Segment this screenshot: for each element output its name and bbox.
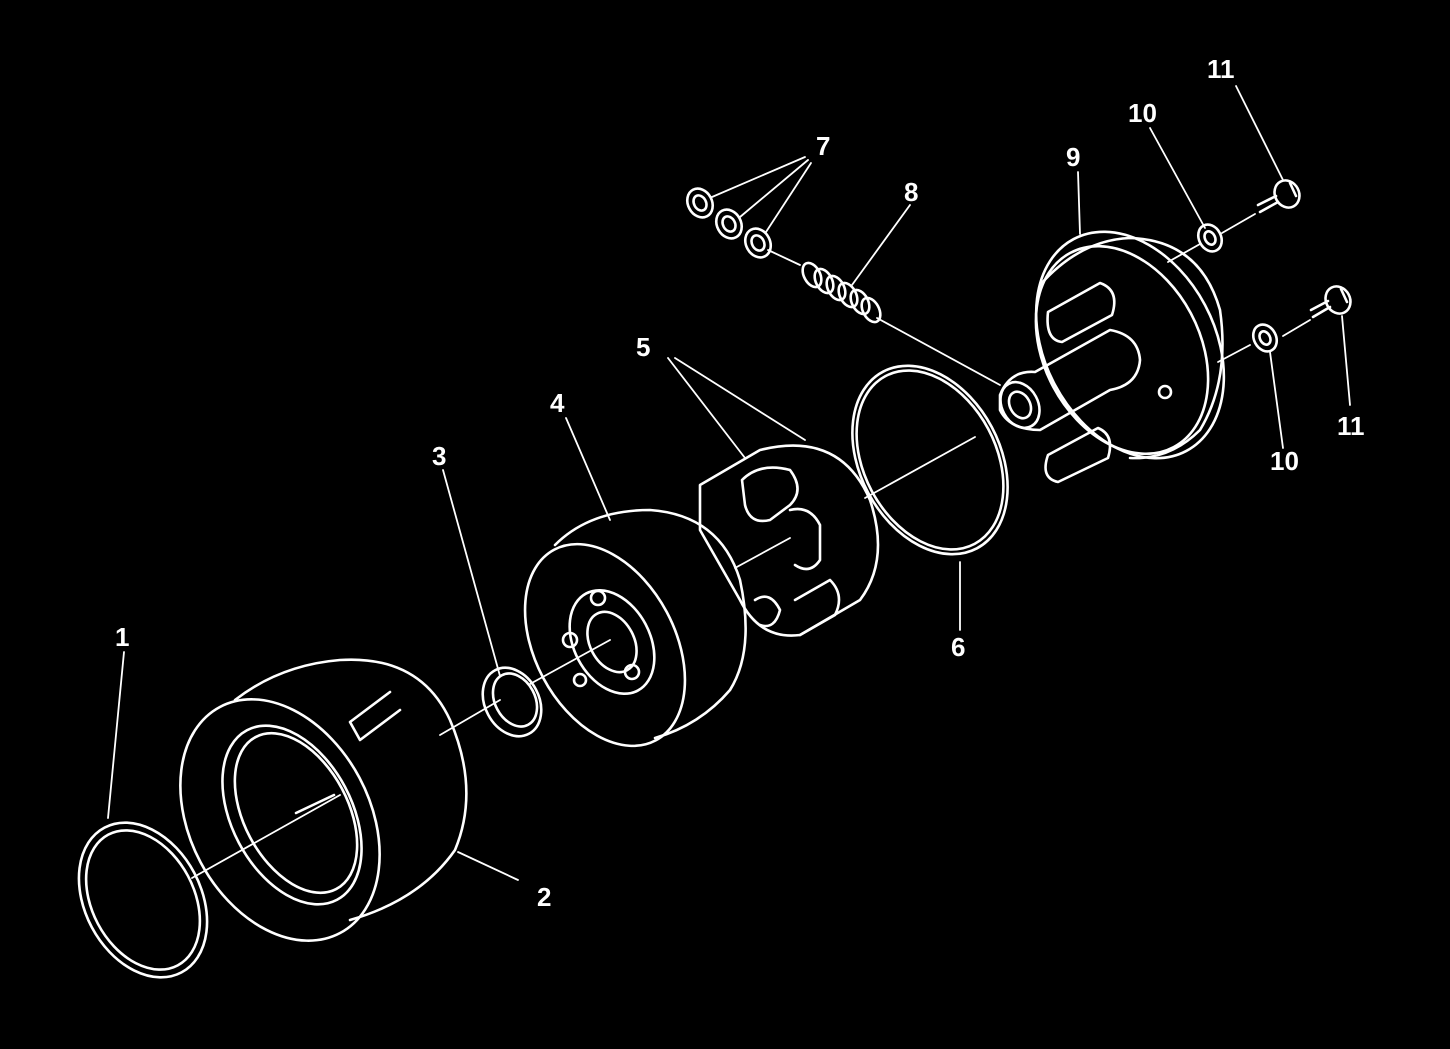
callout-4: 4 xyxy=(550,388,565,418)
callout-labels: 1 2 3 4 5 6 7 8 9 10 10 11 11 xyxy=(115,54,1365,912)
part-2-housing xyxy=(179,658,468,942)
callout-10-bottom: 10 xyxy=(1270,446,1299,476)
part-11-screws xyxy=(1256,179,1352,319)
callout-2: 2 xyxy=(537,882,551,912)
part-4-rotor xyxy=(523,508,747,748)
part-1-retaining-ring xyxy=(77,821,209,979)
callout-8: 8 xyxy=(904,177,918,207)
part-8-spring xyxy=(801,261,882,324)
part-10-washers xyxy=(1196,223,1279,353)
callout-5: 5 xyxy=(636,332,650,362)
callout-3: 3 xyxy=(432,441,446,471)
part-3-bushing xyxy=(481,666,543,738)
callout-11-bottom: 11 xyxy=(1337,411,1365,441)
part-7-washers xyxy=(685,187,773,259)
part-6-o-ring xyxy=(851,364,1009,556)
part-5-vanes xyxy=(698,444,880,637)
leader-lines xyxy=(107,85,1351,881)
callout-9: 9 xyxy=(1066,142,1080,172)
callout-10-top: 10 xyxy=(1128,98,1157,128)
callout-1: 1 xyxy=(115,622,129,652)
callout-11-top: 11 xyxy=(1207,54,1235,84)
callout-7: 7 xyxy=(816,131,830,161)
callout-6: 6 xyxy=(951,632,965,662)
part-9-end-cap xyxy=(998,230,1226,484)
